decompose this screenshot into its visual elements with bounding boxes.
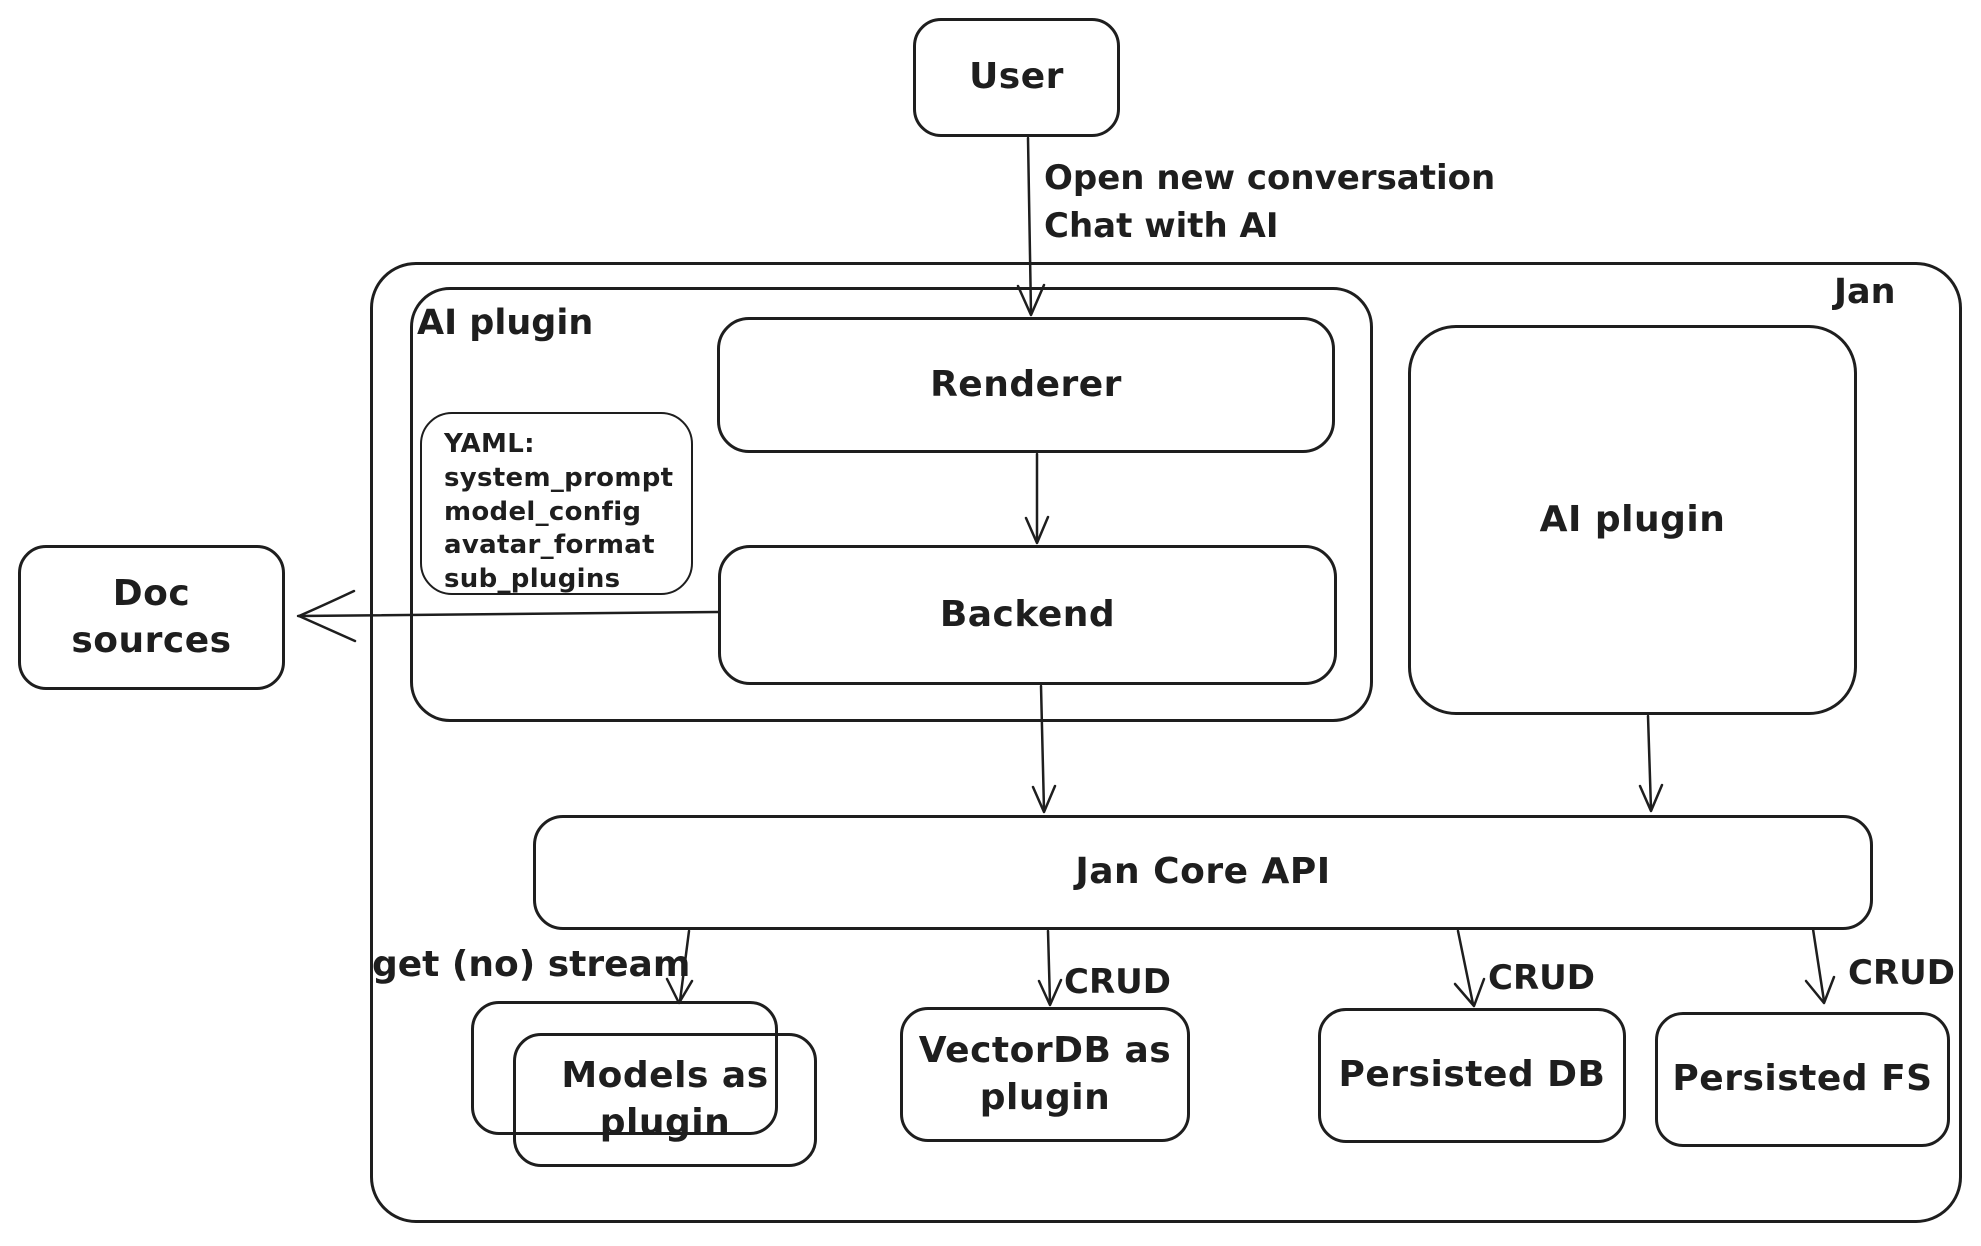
models-as-plugin-back-box xyxy=(471,1001,778,1135)
doc-sources-node-label: Doc sources xyxy=(71,572,232,661)
backend-node-label: Backend xyxy=(939,593,1116,635)
backend-node: Backend xyxy=(718,545,1337,685)
jan-core-api-node-label: Jan Core API xyxy=(1075,851,1331,893)
edge-label-open-new-conversation: Open new conversation xyxy=(1044,158,1496,198)
vectordb-as-plugin-node: VectorDB as plugin xyxy=(900,1007,1190,1142)
renderer-node: Renderer xyxy=(717,317,1335,453)
jan-container-label: Jan xyxy=(1834,272,1896,312)
user-node-label: User xyxy=(969,56,1064,98)
persisted-db-node: Persisted DB xyxy=(1318,1008,1626,1143)
yaml-note-line-sub-plugins: sub_plugins xyxy=(444,564,621,595)
edge-label-get-no-stream: get (no) stream xyxy=(372,944,691,985)
edge-label-chat-with-ai: Chat with AI xyxy=(1044,206,1279,246)
ai-plugin-right-node-label: AI plugin xyxy=(1539,498,1726,540)
user-node: User xyxy=(913,18,1120,137)
jan-core-api-node: Jan Core API xyxy=(533,815,1873,930)
yaml-note-box: YAML: system_prompt model_config avatar_… xyxy=(420,412,693,595)
edge-label-crud-persisted-db: CRUD xyxy=(1488,958,1595,998)
yaml-note-line-title: YAML: xyxy=(444,429,535,459)
renderer-node-label: Renderer xyxy=(930,363,1122,405)
vectordb-as-plugin-node-label: VectorDB as plugin xyxy=(918,1029,1172,1118)
doc-sources-node: Doc sources xyxy=(18,545,285,690)
yaml-note-line-system-prompt: system_prompt xyxy=(444,462,674,493)
yaml-note-line-avatar-format: avatar_format xyxy=(444,530,655,561)
jan-container-box xyxy=(370,262,1962,1223)
ai-plugin-left-label: AI plugin xyxy=(417,303,594,343)
ai-plugin-left-box xyxy=(410,287,1373,722)
models-as-plugin-node: Models as plugin xyxy=(513,1033,817,1167)
edge-label-crud-persisted-fs: CRUD xyxy=(1848,953,1955,993)
models-as-plugin-node-label: Models as plugin xyxy=(561,1055,769,1143)
persisted-fs-node-label: Persisted FS xyxy=(1672,1058,1933,1100)
persisted-db-node-label: Persisted DB xyxy=(1338,1054,1606,1096)
yaml-note-line-model-config: model_config xyxy=(444,496,642,527)
yaml-note-lines: YAML: system_prompt model_config avatar_… xyxy=(422,414,691,597)
edge-label-crud-vectordb: CRUD xyxy=(1064,962,1171,1002)
ai-plugin-right-node: AI plugin xyxy=(1408,325,1857,715)
persisted-fs-node: Persisted FS xyxy=(1655,1012,1950,1147)
